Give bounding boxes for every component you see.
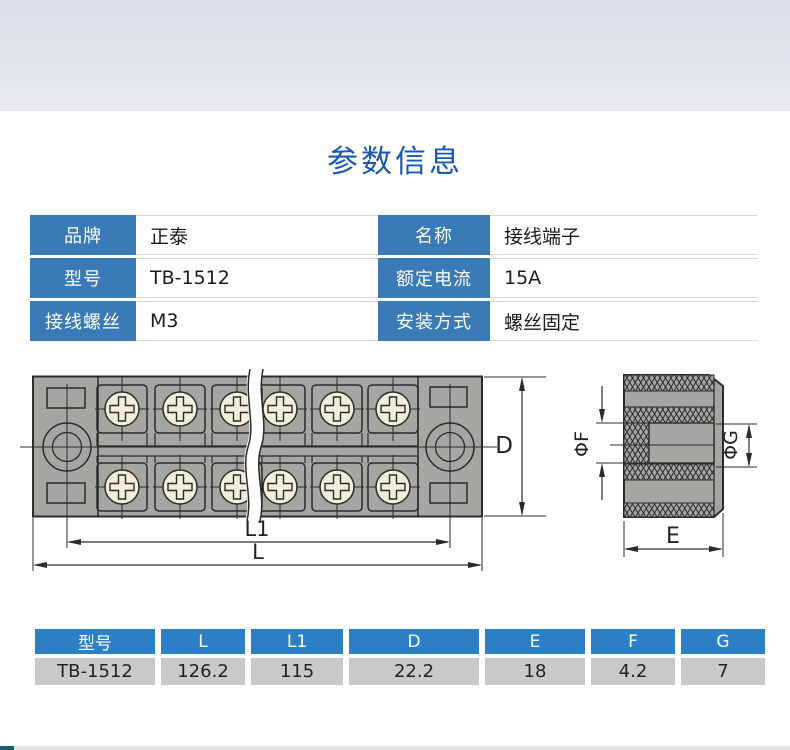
dim-value-e: 18 <box>485 658 585 685</box>
spec-label-current: 额定电流 <box>378 258 490 298</box>
spec-value-screw: M3 <box>136 301 378 341</box>
dim-header-model: 型号 <box>35 629 155 654</box>
dim-header-g: G <box>681 629 765 654</box>
spec-value-brand: 正泰 <box>136 215 378 255</box>
spec-value-current: 15A <box>490 258 758 298</box>
dimension-phi-g: ΦG <box>716 423 757 468</box>
page-title: 参数信息 <box>327 144 463 180</box>
dim-label-d: D <box>495 433 513 459</box>
technical-drawing: D L1 L <box>20 367 757 571</box>
dim-value-f: 4.2 <box>591 658 675 685</box>
dimension-l: L <box>32 518 483 571</box>
spec-label-mount: 安装方式 <box>378 301 490 341</box>
spec-value-name: 接线端子 <box>490 215 758 255</box>
bottom-divider-accent <box>0 746 14 750</box>
dim-label-phi-g: ΦG <box>720 430 742 460</box>
break-lines <box>244 367 265 523</box>
spec-value-model: TB-1512 <box>136 258 378 298</box>
dim-value-g: 7 <box>681 658 765 685</box>
dim-value-model: TB-1512 <box>35 658 155 685</box>
dim-header-d: D <box>349 629 479 654</box>
dimension-l1: L1 <box>66 449 451 548</box>
dimension-e: E <box>623 513 724 557</box>
dim-header-l1: L1 <box>251 629 343 654</box>
dim-label-l: L <box>252 540 264 564</box>
spec-label-screw: 接线螺丝 <box>30 301 136 341</box>
spec-label-brand: 品牌 <box>30 215 136 255</box>
dimension-table: 型号 L L1 D E F G TB-1512 126.2 115 22.2 1… <box>35 629 765 685</box>
dim-header-f: F <box>591 629 675 654</box>
top-banner <box>0 0 790 111</box>
dim-header-l: L <box>161 629 245 654</box>
dim-label-l1: L1 <box>244 517 269 541</box>
dimension-phi-f: ΦF <box>571 386 649 500</box>
dim-value-l: 126.2 <box>161 658 245 685</box>
spec-label-name: 名称 <box>378 215 490 255</box>
side-view <box>610 374 724 518</box>
dimension-d: D <box>484 376 546 517</box>
dim-value-d: 22.2 <box>349 658 479 685</box>
bottom-divider <box>0 746 790 750</box>
dim-value-l1: 115 <box>251 658 343 685</box>
spec-label-model: 型号 <box>30 258 136 298</box>
dim-label-e: E <box>666 524 680 549</box>
dim-header-e: E <box>485 629 585 654</box>
spec-value-mount: 螺丝固定 <box>490 301 758 341</box>
dim-label-phi-f: ΦF <box>571 431 593 457</box>
front-view <box>20 367 497 523</box>
spec-table: 品牌 正泰 名称 接线端子 型号 TB-1512 额定电流 15A 接线螺丝 M… <box>30 215 758 341</box>
